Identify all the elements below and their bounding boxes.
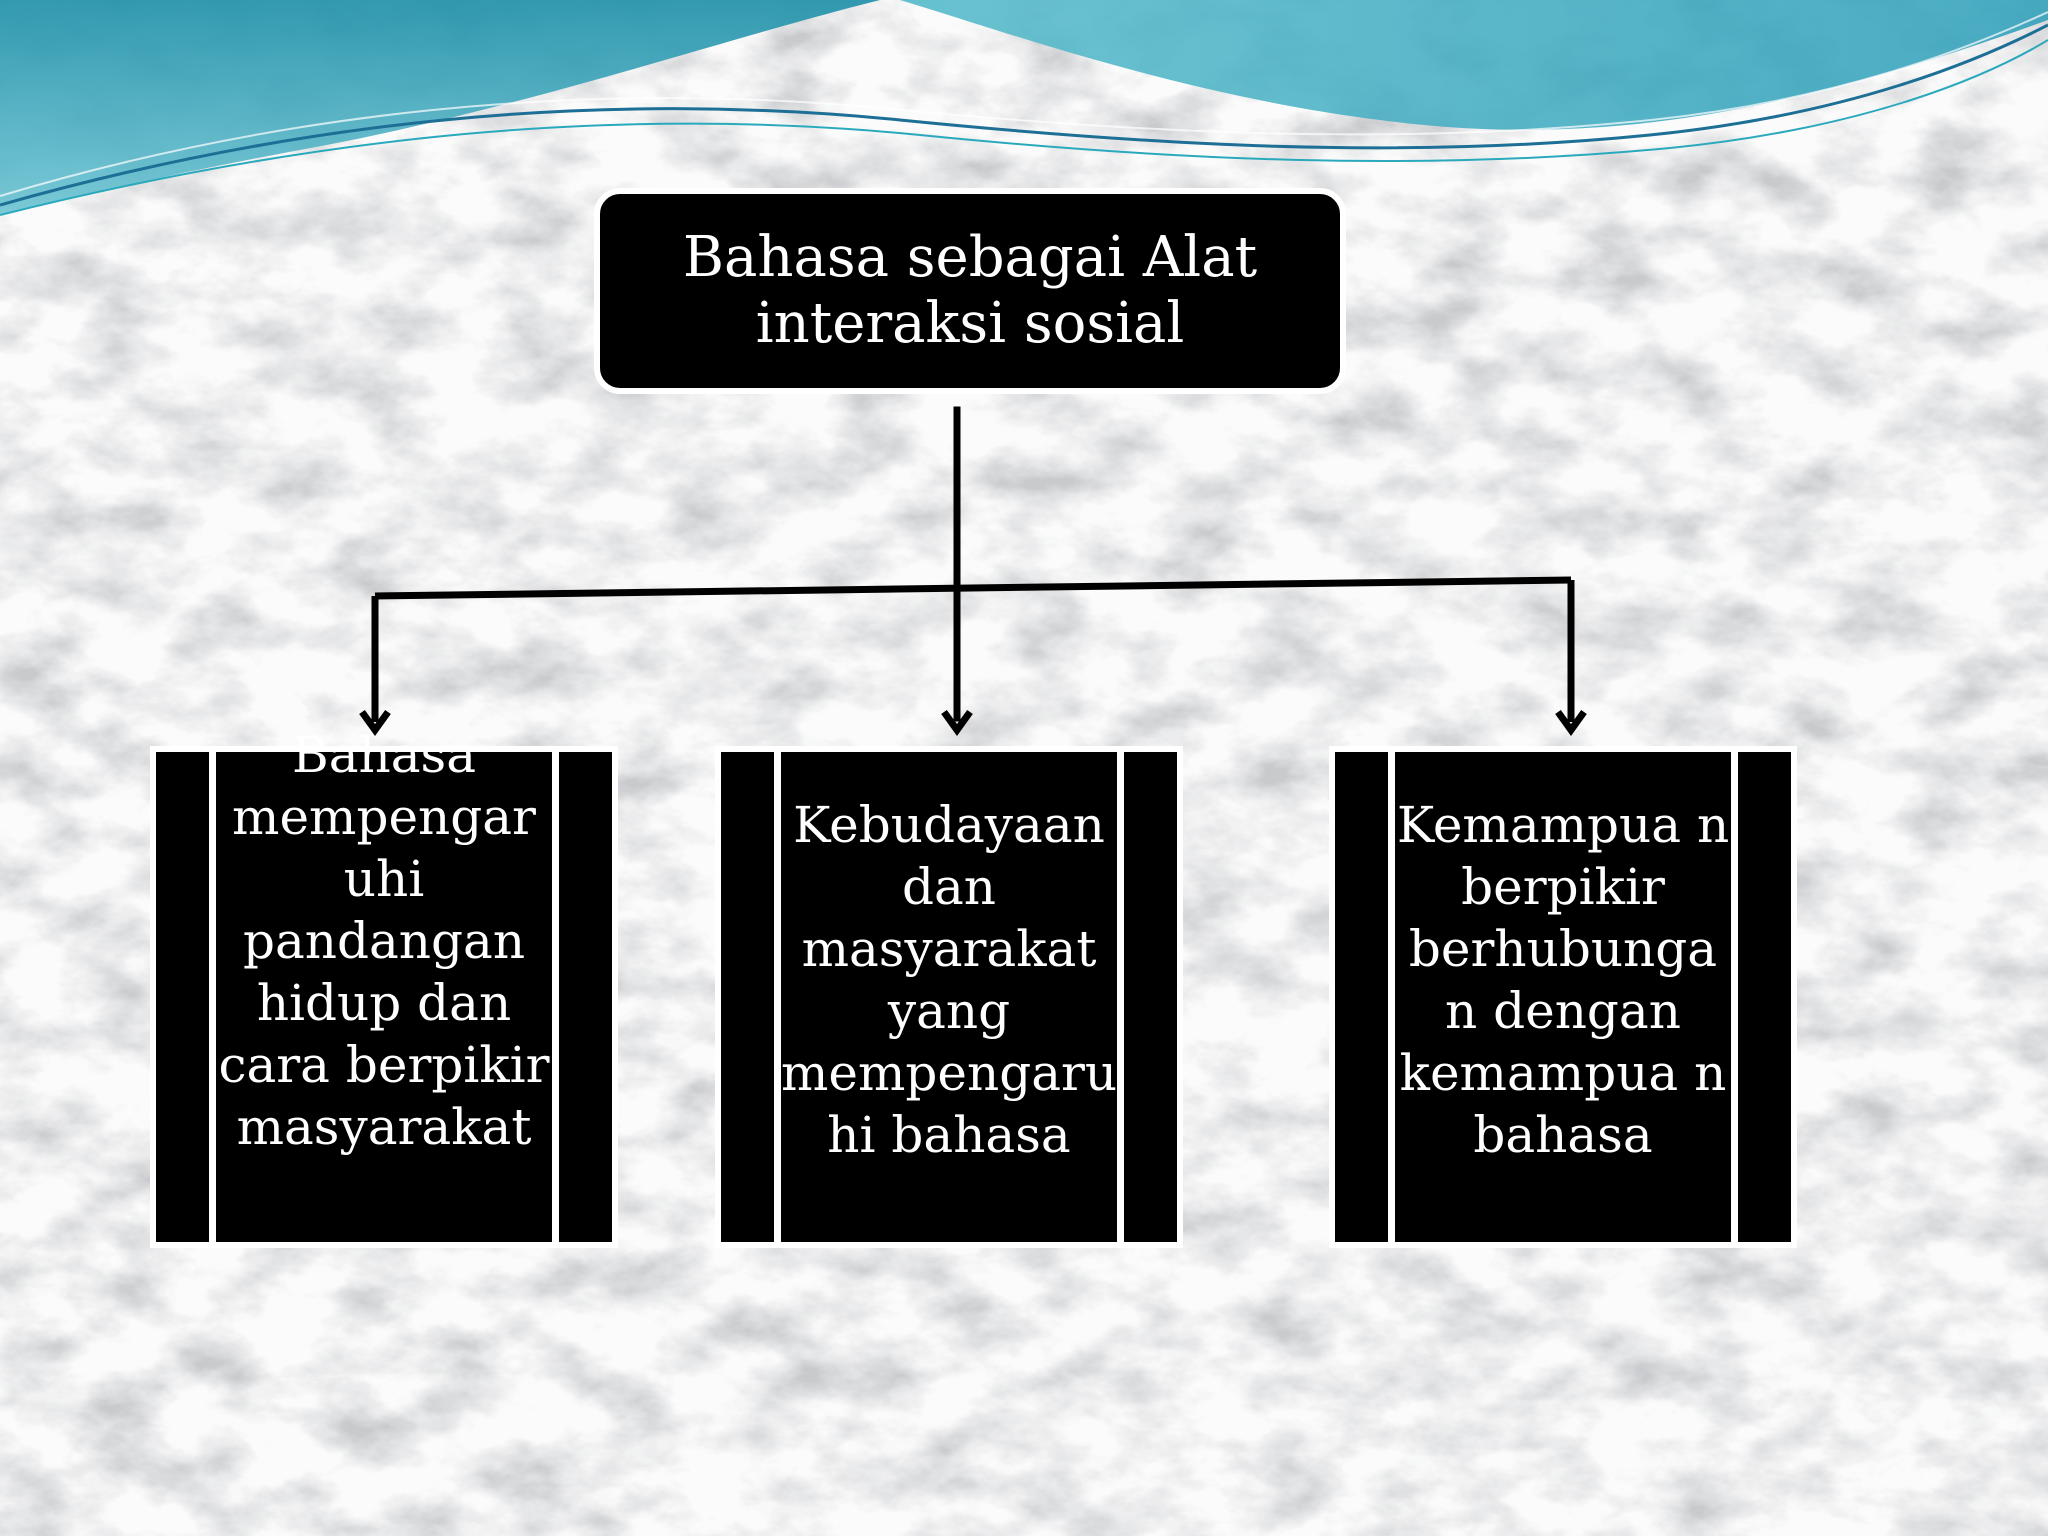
header-wave-decoration xyxy=(0,0,2048,216)
child-node-3: Kemampua n berpikir berhubunga n dengan … xyxy=(1329,746,1797,1248)
connector-branch-left xyxy=(359,596,391,736)
child-node-2-right-bar xyxy=(1117,752,1124,1242)
child-node-3-label: Kemampua n berpikir berhubunga n dengan … xyxy=(1396,796,1730,1164)
child-node-2: Kebudayaan dan masyarakat yang mempengar… xyxy=(715,746,1183,1248)
child-node-3-right-bar xyxy=(1731,752,1738,1242)
child-node-2-label: Kebudayaan dan masyarakat yang mempengar… xyxy=(781,796,1118,1164)
child-node-1-left-bar xyxy=(209,752,216,1242)
child-node-3-left-bar xyxy=(1388,752,1395,1242)
child-node-1-right-bar xyxy=(552,752,559,1242)
child-node-1: Bahasa mempengar uhi pandangan hidup dan… xyxy=(150,726,618,1248)
child-node-2-left-bar xyxy=(774,752,781,1242)
root-node-label: Bahasa sebagai Alat interaksi sosial xyxy=(682,225,1258,356)
child-node-1-label: Bahasa mempengar uhi pandangan hidup dan… xyxy=(218,726,550,1156)
connector-branch-center xyxy=(941,709,973,736)
connector-crossbar xyxy=(374,576,1572,600)
connector-branch-right xyxy=(1555,580,1587,736)
root-node: Bahasa sebagai Alat interaksi sosial xyxy=(594,188,1346,394)
